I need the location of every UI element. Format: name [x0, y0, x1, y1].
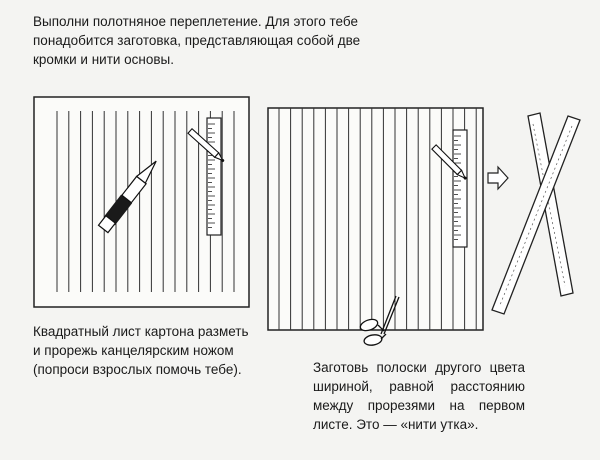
caption-word: цвета [489, 360, 525, 375]
pencil-icon [187, 127, 225, 162]
caption-word: равной [389, 379, 434, 394]
caption-line: Квадратный лист картона разметь [33, 324, 249, 339]
caption-word: полоски [376, 360, 427, 375]
caption-word: первом [478, 398, 525, 413]
utility-knife-icon [97, 160, 157, 234]
ruler-icon [206, 117, 222, 236]
caption-line: листе. Это — «нити утка». [313, 417, 479, 432]
caption-line: (попроси взрослых помочь тебе). [33, 362, 242, 377]
caption-word: другого [435, 360, 482, 375]
caption-line: Заготовь полоски другого цвета [313, 358, 525, 377]
ruler-icon [452, 129, 468, 248]
caption-word: прорезями [367, 398, 436, 413]
intro-line: понадобится заготовка, представляющая со… [33, 33, 361, 48]
caption-word: Заготовь [313, 360, 369, 375]
intro-line: кромки и нити основы. [33, 52, 175, 67]
caption-right: Заготовь полоски другого цвета шириной, … [313, 358, 525, 434]
pencil-icon [431, 144, 467, 180]
scissors-icon [359, 295, 400, 346]
caption-word: шириной, [313, 379, 373, 394]
intro-line: Выполни полотняное переплетение. Для это… [33, 14, 358, 29]
caption-line: шириной, равной расстоянию [313, 377, 525, 396]
caption-line: между прорезями на первом [313, 396, 525, 415]
intro-paragraph: Выполни полотняное переплетение. Для это… [33, 12, 360, 69]
weft-strip [491, 115, 581, 315]
weft-strip [527, 112, 574, 297]
caption-word: расстоянию [450, 379, 525, 394]
caption-word: на [449, 398, 465, 413]
arrow-right-icon [487, 165, 509, 191]
caption-word: между [313, 398, 354, 413]
cardboard-sheet-right [267, 107, 484, 331]
caption-line: и прорежь канцелярским ножом [33, 343, 234, 358]
caption-left: Квадратный лист картона разметь и прореж… [33, 322, 249, 379]
